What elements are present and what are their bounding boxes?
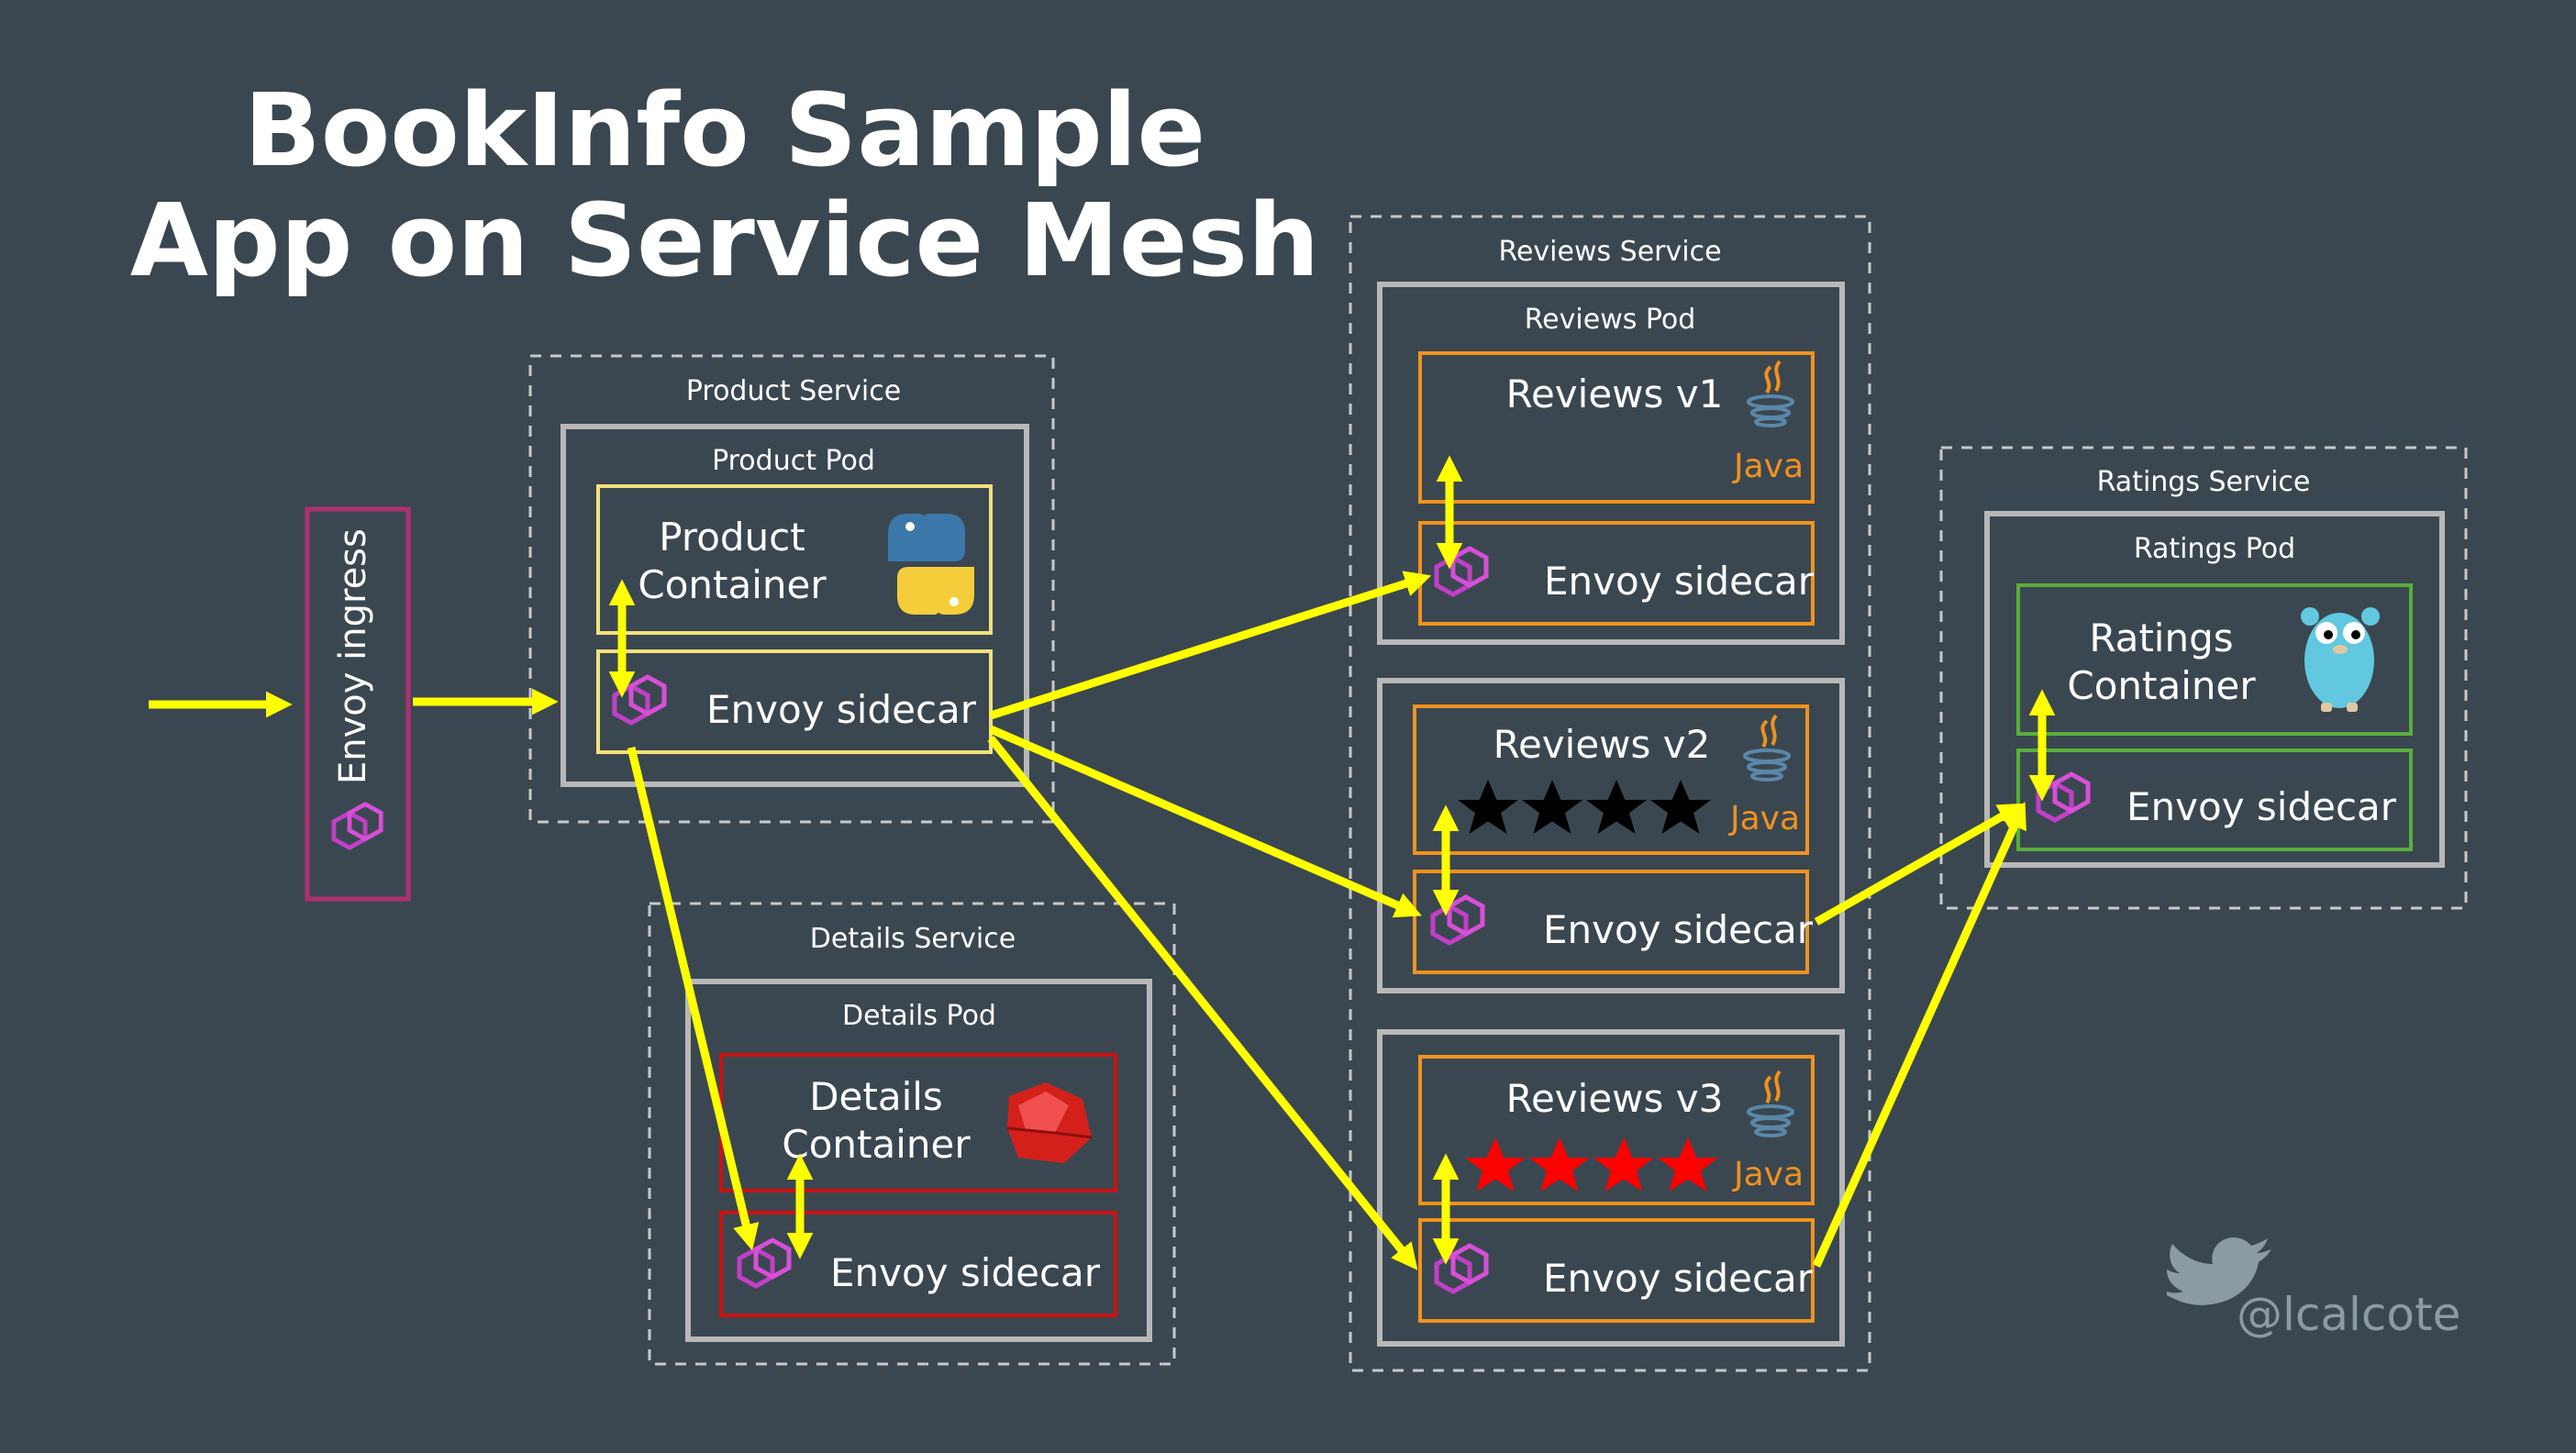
envoy-icon — [1433, 897, 1482, 943]
reviews-v2-sidecar-label: Envoy sidecar — [1543, 907, 1814, 952]
product-service: Product Service Product Pod Product Cont… — [528, 354, 1055, 824]
twitter-credit: @lcalcote — [2167, 1237, 2460, 1341]
details-service-label: Details Service — [810, 923, 1016, 955]
arrow-product-to-reviews-v1 — [989, 571, 1432, 720]
title-line-1: BookInfo Sample — [244, 72, 1205, 189]
java-icon — [1747, 360, 1794, 427]
details-container-label-2: Container — [782, 1122, 971, 1167]
java-label: Java — [1728, 800, 1800, 837]
details-container-label: Details — [809, 1074, 943, 1119]
red-stars — [1465, 1137, 1718, 1192]
ratings-container-label-2: Container — [2067, 663, 2256, 708]
product-service-label: Product Service — [686, 375, 901, 407]
product-container-label: Product — [659, 515, 805, 560]
red-star — [1465, 1137, 1526, 1192]
arrow-reviews-v2-to-ratings — [1814, 803, 2026, 926]
envoy-icon — [739, 1240, 789, 1286]
reviews-v2-label: Reviews v2 — [1493, 722, 1711, 767]
ruby-icon — [1006, 1082, 1093, 1163]
black-star — [1650, 780, 1711, 834]
reviews-v3-sidecar-label: Envoy sidecar — [1543, 1256, 1814, 1301]
arrow-product-to-details — [627, 746, 760, 1251]
details-service: Details Service Details Pod Details Cont… — [648, 902, 1176, 1366]
product-container-label-2: Container — [638, 562, 827, 607]
product-pod-label: Product Pod — [712, 445, 875, 477]
red-star — [1593, 1137, 1654, 1192]
ratings-service-label: Ratings Service — [2097, 466, 2311, 498]
red-star — [1658, 1137, 1718, 1192]
arrow-product-to-reviews-v2 — [989, 725, 1422, 918]
reviews-v3-label: Reviews v3 — [1506, 1076, 1724, 1121]
arrow-product-to-reviews-v3 — [987, 736, 1418, 1270]
twitter-icon — [2167, 1237, 2271, 1305]
reviews-v1-label: Reviews v1 — [1506, 372, 1724, 416]
reviews-pod-label: Reviews Pod — [1525, 304, 1696, 336]
title-line-2: App on Service Mesh — [130, 182, 1320, 299]
envoy-ingress-label: Envoy ingress — [332, 528, 374, 784]
java-icon — [1743, 714, 1791, 782]
ratings-service: Ratings Service Ratings Pod Ratings Cont… — [1939, 446, 2468, 910]
reviews-v1-sidecar-label: Envoy sidecar — [1544, 559, 1815, 604]
black-star — [1458, 780, 1518, 834]
java-label: Java — [1732, 1156, 1804, 1193]
black-star — [1522, 780, 1582, 834]
red-star — [1529, 1137, 1590, 1192]
ratings-sidecar-label: Envoy sidecar — [2126, 784, 2397, 829]
java-icon — [1747, 1070, 1794, 1137]
traffic-arrows — [149, 455, 2056, 1270]
ratings-pod-label: Ratings Pod — [2134, 533, 2295, 565]
envoy-icon — [1437, 549, 1486, 594]
reviews-service: Reviews Service Reviews Pod Reviews v1 J… — [1349, 215, 1871, 1372]
reviews-service-label: Reviews Service — [1498, 236, 1721, 268]
envoy-icon — [334, 804, 381, 849]
java-label: Java — [1732, 448, 1804, 485]
python-icon — [888, 514, 974, 615]
product-sidecar-label: Envoy sidecar — [706, 687, 977, 732]
black-star — [1586, 780, 1647, 834]
black-stars — [1458, 780, 1711, 834]
go-gopher-icon — [2301, 607, 2380, 712]
details-sidecar-label: Envoy sidecar — [830, 1250, 1101, 1295]
ratings-container-label: Ratings — [2089, 616, 2233, 660]
twitter-handle: @lcalcote — [2237, 1288, 2460, 1341]
arrow-reviews-v3-to-ratings — [1812, 802, 2026, 1268]
envoy-ingress: Envoy ingress — [305, 506, 411, 902]
details-pod-label: Details Pod — [842, 1000, 996, 1032]
